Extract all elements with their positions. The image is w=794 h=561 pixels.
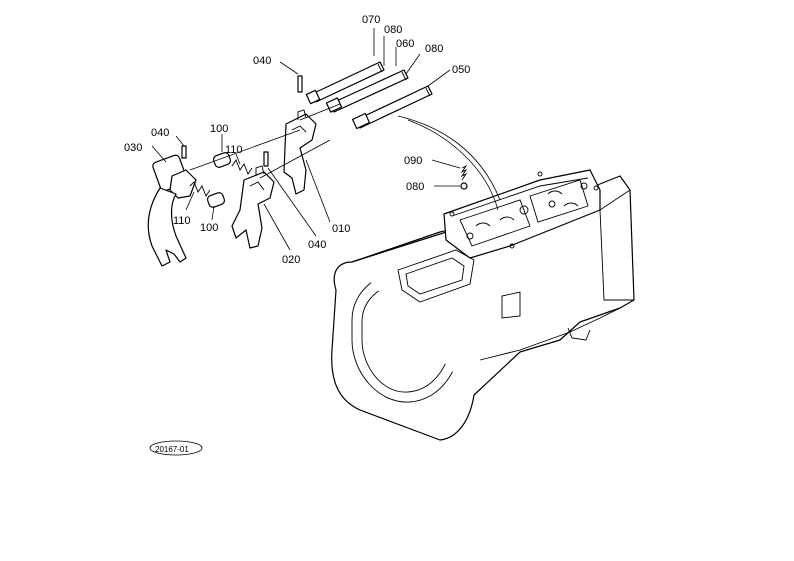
callout-070-label: 070 [362,14,380,26]
callout-090: 090 [404,155,461,169]
pin-040-left [181,145,187,159]
callout-030-label: 030 [124,142,142,154]
callout-020-label: 020 [282,254,300,266]
callout-110-lower-label: 110 [173,215,191,227]
callout-090-label: 090 [404,155,422,167]
callout-080-top: 080 [383,24,402,66]
callout-040-left: 040 [151,127,185,147]
shift-rod-070 [305,61,385,105]
shift-fork-030 [147,154,197,267]
pin-040-middle [263,151,269,167]
ball-080 [460,182,468,190]
callout-110-upper: 110 [225,144,243,165]
shift-fork-010 [283,109,317,195]
callout-010-label: 010 [332,223,350,235]
callout-040-top-label: 040 [253,55,271,67]
callout-040-top: 040 [253,55,299,75]
callout-060: 060 [395,38,414,66]
callout-100-upper: 100 [210,123,228,152]
roller-100-upper [212,152,232,168]
pin-040-upper [297,75,303,93]
callout-060-label: 060 [396,38,414,50]
spring-090 [460,164,468,181]
callout-100-upper-label: 100 [210,123,228,135]
diagram-code-text: 20167-01 [155,445,189,454]
callout-080-right-label: 080 [406,181,424,193]
callout-040-bottom-label: 040 [308,239,326,251]
callout-080-mid-label: 080 [425,43,443,55]
callout-100-lower-label: 100 [200,222,218,234]
shift-rod-050 [351,85,433,130]
callout-020: 020 [263,203,300,266]
callout-100-lower: 100 [200,205,218,234]
callout-110-lower: 110 [173,191,195,227]
callout-080-top-label: 080 [384,24,402,36]
callout-050-label: 050 [452,64,470,76]
roller-100-lower [206,192,226,208]
callout-010: 010 [305,159,350,235]
callout-080-mid: 080 [405,43,443,75]
shift-rod-060 [325,69,409,113]
diagram-code-badge: 20167-01 [149,440,203,456]
callout-030: 030 [124,142,167,163]
callout-070: 070 [362,14,380,56]
transmission-case [331,169,635,441]
callout-040-bottom: 040 [267,167,326,251]
callout-050: 050 [427,64,470,87]
callout-080-right: 080 [406,181,460,193]
callout-040-left-label: 040 [151,127,169,139]
spring-110-upper [231,159,253,175]
shift-fork-020 [231,165,275,249]
spring-110-lower [189,181,211,197]
callout-110-upper-label: 110 [225,144,243,156]
